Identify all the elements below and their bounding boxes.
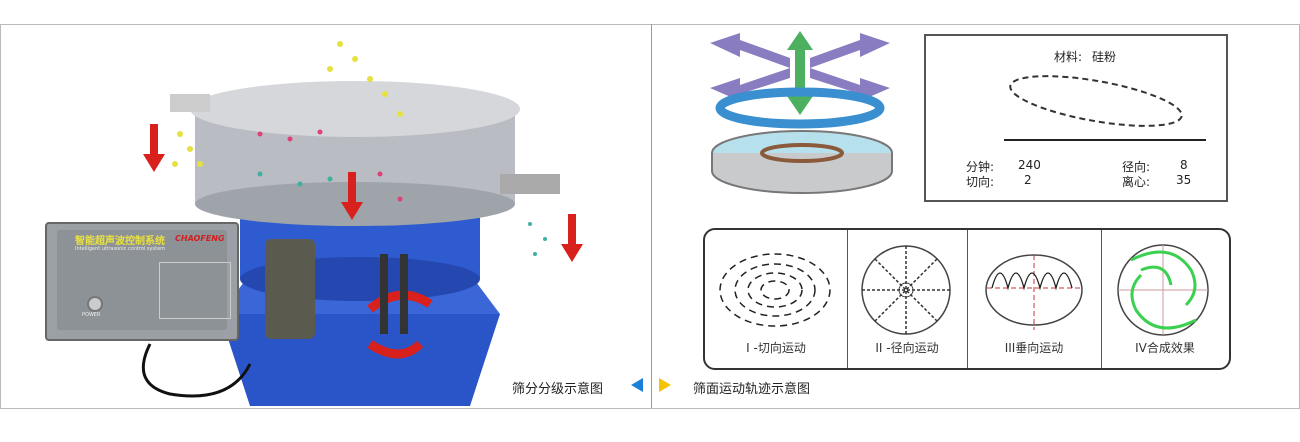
motion-label: III垂向运动 xyxy=(1004,341,1064,355)
motion-radial: II -径向运动 xyxy=(847,230,968,368)
triangle-left-icon[interactable] xyxy=(631,378,643,392)
controller-panel xyxy=(159,262,231,319)
controller-brand: CHAOFENG xyxy=(175,234,225,243)
tangential-diagram xyxy=(719,253,831,327)
power-button[interactable] xyxy=(87,296,103,312)
motion-direction-illustration xyxy=(710,31,893,194)
controller-title: 智能超声波控制系统 xyxy=(75,236,165,247)
motion-label: II -径向运动 xyxy=(875,341,939,355)
ultrasonic-controller: 智能超声波控制系统 CHAOFENG Intelligent ultrasoni… xyxy=(45,222,239,341)
tangential-label: 切向: xyxy=(966,175,995,189)
material-value: 硅粉 xyxy=(1092,50,1117,64)
power-label: POWER xyxy=(82,312,101,318)
eccentric-value: 35 xyxy=(1176,173,1192,187)
trajectory-ellipse xyxy=(1004,75,1206,141)
eccentric-label: 离心: xyxy=(1122,175,1151,189)
trajectory-data-box: 材料: 硅粉 分钟: 240 径向: 8 切向: 2 离心: 35 xyxy=(924,34,1228,202)
flow-arrows xyxy=(143,124,583,359)
rpm-label: 分钟: xyxy=(966,160,995,174)
motion-vertical: III垂向运动 xyxy=(967,230,1102,368)
motion-label: I -切向运动 xyxy=(746,341,806,355)
radial-diagram xyxy=(861,245,951,335)
combined-diagram xyxy=(1117,244,1209,336)
material-label: 材料: xyxy=(1054,50,1083,64)
ultrasonic-transducer xyxy=(265,239,315,339)
sieve-machine-illustration xyxy=(141,41,583,406)
controller-subtitle: Intelligent ultrasonic control system xyxy=(75,246,166,252)
radial-label: 径向: xyxy=(1122,160,1151,174)
right-caption: 筛面运动轨迹示意图 xyxy=(693,382,811,397)
rpm-value: 240 xyxy=(1018,158,1041,172)
panel-divider xyxy=(651,24,652,408)
motion-types-panel: I -切向运动 II -径向运动 III垂向运动 xyxy=(703,228,1231,370)
vertical-diagram xyxy=(985,254,1083,330)
radial-value: 8 xyxy=(1180,158,1188,172)
tangential-value: 2 xyxy=(1024,173,1032,187)
motion-label: IV合成效果 xyxy=(1135,341,1195,355)
motion-tangential: I -切向运动 xyxy=(705,230,848,368)
left-caption: 筛分分级示意图 xyxy=(512,382,604,397)
triangle-right-icon[interactable] xyxy=(659,378,671,392)
machine-base xyxy=(220,314,500,406)
motion-combined: IV合成效果 xyxy=(1101,230,1229,368)
